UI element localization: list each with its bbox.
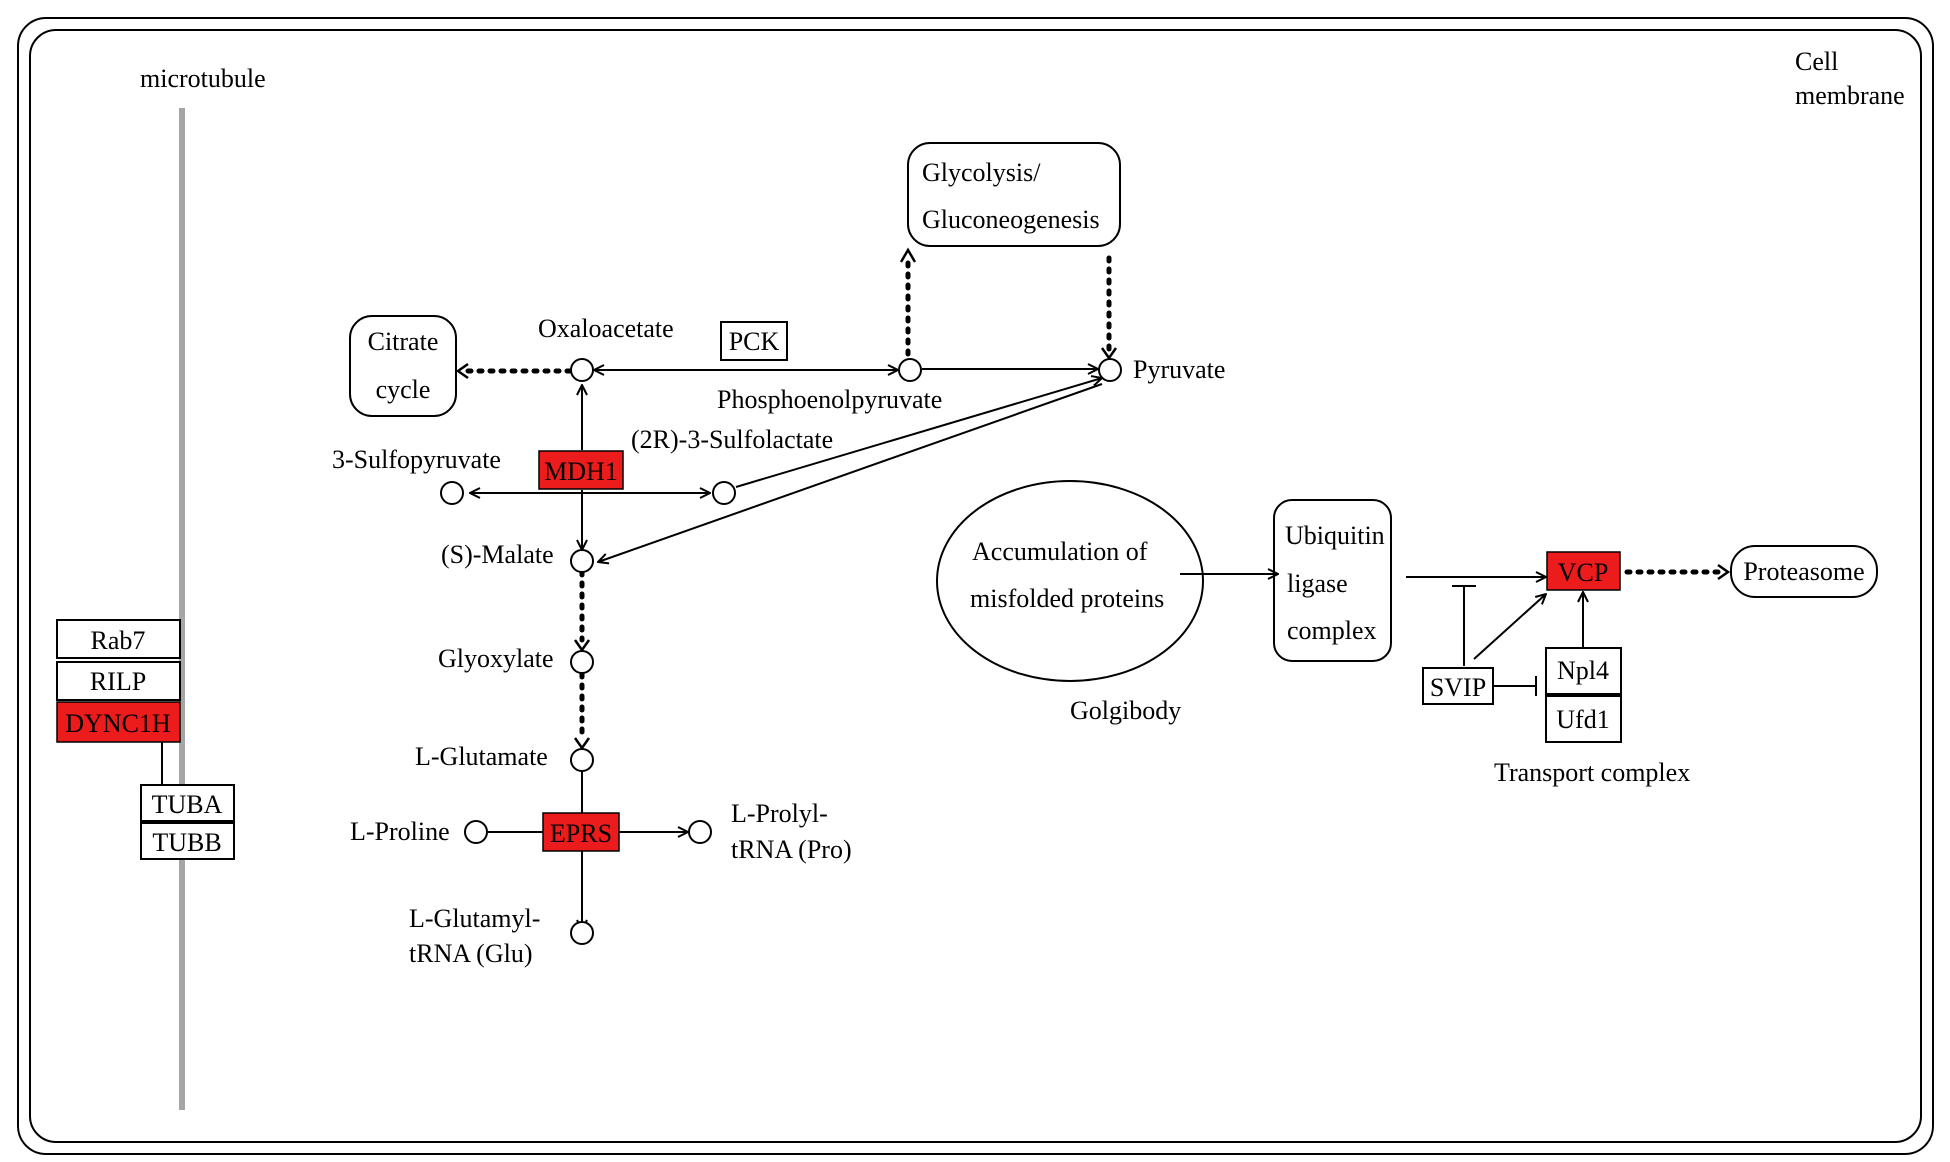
citrate-label-1: Citrate xyxy=(368,327,439,356)
outer-frame xyxy=(17,17,1934,1155)
compound-sulfopyruvate-label: 3-Sulfopyruvate xyxy=(332,445,501,474)
ubiquitin-label-2: ligase xyxy=(1287,569,1348,598)
gene-box-dync1h[interactable] xyxy=(56,701,181,743)
pathway-citrate-cycle[interactable] xyxy=(349,315,457,417)
gene-box-svip[interactable] xyxy=(1422,667,1494,705)
gene-rab7: Rab7 xyxy=(91,626,146,655)
transport-complex-label: Transport complex xyxy=(1494,758,1690,787)
compound-prolyl-label-1: L-Prolyl- xyxy=(731,799,828,828)
gene-box-mdh1[interactable] xyxy=(538,450,624,490)
gene-pck: PCK xyxy=(729,327,780,356)
node-pep[interactable] xyxy=(898,358,922,382)
golgibody-label: Golgibody xyxy=(1070,696,1181,725)
gene-box-rilp[interactable] xyxy=(56,661,181,701)
gene-box-pck[interactable] xyxy=(720,321,788,361)
link-arrow-glycolysis xyxy=(899,247,917,263)
compound-pyruvate-label: Pyruvate xyxy=(1133,355,1225,384)
gene-npl4: Npl4 xyxy=(1557,656,1609,685)
microtubule-label: microtubule xyxy=(140,64,266,93)
gene-eprs: EPRS xyxy=(550,819,612,848)
compound-glutamate-label: L-Glutamate xyxy=(415,742,548,771)
accumulation-label-1: Accumulation of xyxy=(972,537,1148,566)
pathway-glycolysis[interactable] xyxy=(907,142,1121,247)
gene-rilp: RILP xyxy=(90,667,146,696)
link-arrow-glutamate xyxy=(573,737,591,751)
node-glutamyl[interactable] xyxy=(570,921,594,945)
golgi-body xyxy=(936,480,1204,682)
node-proline[interactable] xyxy=(464,820,488,844)
ubiquitin-label-1: Ubiquitin xyxy=(1285,521,1385,550)
gene-ufd1: Ufd1 xyxy=(1556,705,1609,734)
cell-membrane-label-2: membrane xyxy=(1795,81,1905,110)
cell-membrane-border xyxy=(29,29,1922,1143)
gene-box-ufd1[interactable] xyxy=(1545,695,1622,743)
compound-proline-label: L-Proline xyxy=(350,817,450,846)
accumulation-label-2: misfolded proteins xyxy=(970,584,1164,613)
link-arrow-pyruvate xyxy=(1100,347,1118,361)
reaction-sulfolactate-pyruvate xyxy=(735,378,1102,488)
compound-sulfolactate-label: (2R)-3-Sulfolactate xyxy=(631,425,833,454)
pathway-ubiquitin-ligase[interactable] xyxy=(1273,499,1392,662)
gene-mdh1: MDH1 xyxy=(544,457,618,486)
reaction-svip-vcp xyxy=(1473,594,1546,660)
link-arrow-citrate xyxy=(455,362,469,380)
gene-box-vcp[interactable] xyxy=(1546,551,1621,591)
gene-box-npl4[interactable] xyxy=(1545,647,1622,695)
reaction-pyruvate-malate xyxy=(598,383,1103,562)
glycolysis-label-2: Gluconeogenesis xyxy=(922,205,1100,234)
gene-box-rab7[interactable] xyxy=(56,619,181,659)
node-prolyl[interactable] xyxy=(688,820,712,844)
node-sulfopyruvate[interactable] xyxy=(440,481,464,505)
glycolysis-label-1: Glycolysis/ xyxy=(922,158,1041,187)
pathway-proteasome[interactable] xyxy=(1730,545,1878,598)
gene-tuba: TUBA xyxy=(152,790,223,819)
compound-malate-label: (S)-Malate xyxy=(441,540,554,569)
gene-box-tubb[interactable] xyxy=(140,822,235,860)
gene-dync1h: DYNC1H xyxy=(65,709,171,738)
compound-prolyl-label-2: tRNA (Pro) xyxy=(731,835,852,864)
gene-vcp: VCP xyxy=(1558,558,1609,587)
node-glyoxylate[interactable] xyxy=(570,650,594,674)
compound-oxaloacetate-label: Oxaloacetate xyxy=(538,314,674,343)
node-sulfolactate[interactable] xyxy=(712,481,736,505)
gene-box-eprs[interactable] xyxy=(542,812,620,852)
node-pyruvate[interactable] xyxy=(1098,358,1122,382)
ubiquitin-label-3: complex xyxy=(1287,616,1377,645)
compound-glyoxylate-label: Glyoxylate xyxy=(438,644,554,673)
proteasome-label: Proteasome xyxy=(1743,557,1864,586)
node-oxaloacetate[interactable] xyxy=(570,358,594,382)
node-glutamate[interactable] xyxy=(570,748,594,772)
gene-tubb: TUBB xyxy=(152,828,221,857)
compound-pep-label: Phosphoenolpyruvate xyxy=(717,385,942,414)
node-malate[interactable] xyxy=(570,549,594,573)
cell-membrane-label-1: Cell xyxy=(1795,47,1838,76)
citrate-label-2: cycle xyxy=(376,375,431,404)
link-arrow-proteasome xyxy=(1717,563,1731,581)
compound-glutamyl-label-1: L-Glutamyl- xyxy=(409,904,540,933)
gene-box-tuba[interactable] xyxy=(140,784,235,822)
gene-svip: SVIP xyxy=(1430,673,1486,702)
compound-glutamyl-label-2: tRNA (Glu) xyxy=(409,939,533,968)
